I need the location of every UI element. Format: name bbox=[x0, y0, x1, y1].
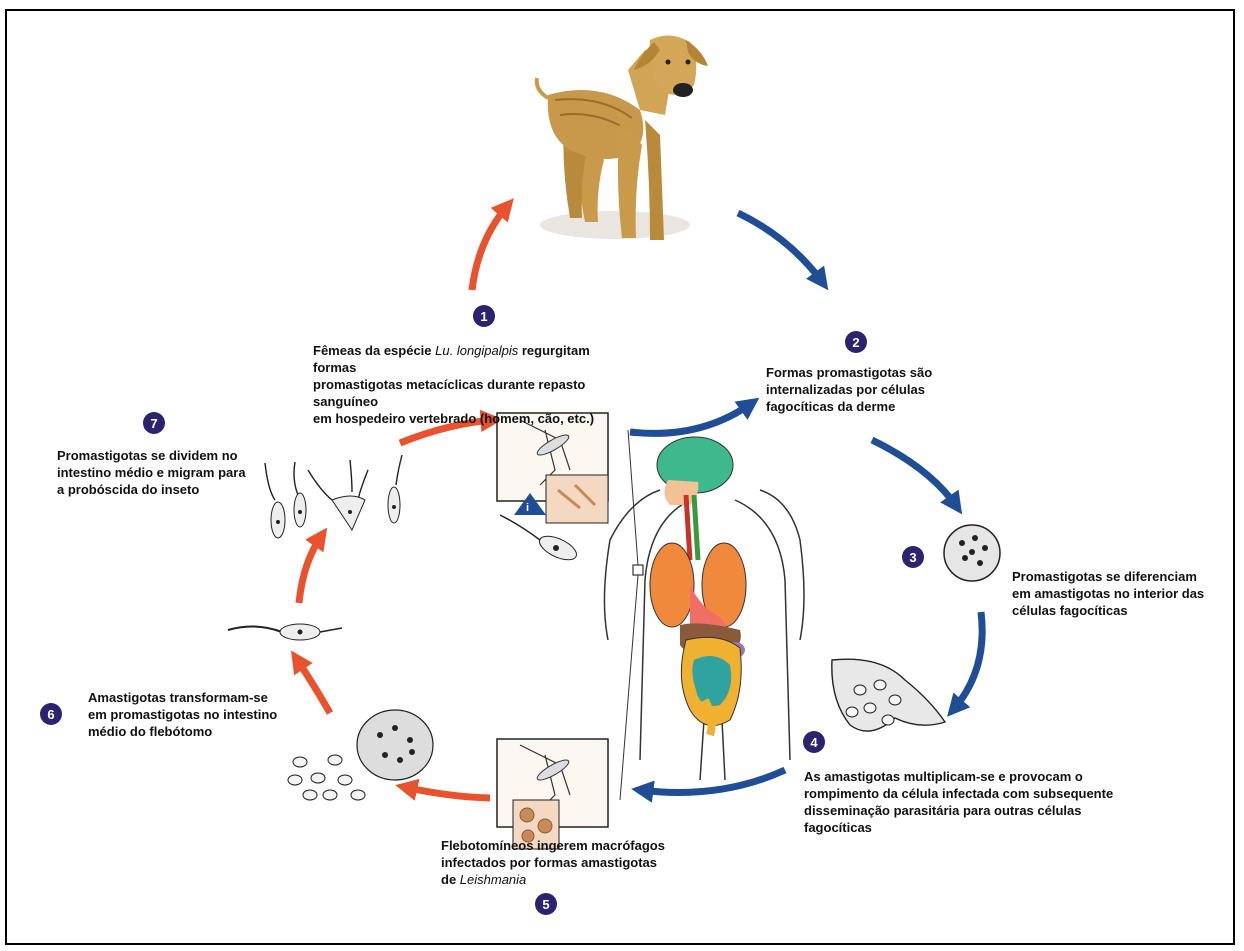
step-6-caption: Amastigotas transformam-se em promastigo… bbox=[88, 689, 313, 740]
step-2-badge: 2 bbox=[845, 331, 867, 353]
arrow-1-to-dog bbox=[472, 205, 508, 290]
step-2-caption: Formas promastigotas são internalizadas … bbox=[766, 364, 956, 415]
step-3-caption: Promastigotas se diferenciam em amastigo… bbox=[1012, 568, 1237, 619]
step-5-caption: Flebotomíneos ingerem macrófagos infecta… bbox=[441, 837, 691, 888]
arrow-bite-to-2 bbox=[630, 403, 752, 433]
step-1-badge: 1 bbox=[473, 305, 495, 327]
arrow-4-to-5 bbox=[640, 770, 785, 793]
step-4-badge: 4 bbox=[803, 731, 825, 753]
ruptured-cell bbox=[832, 659, 945, 731]
step-7-caption: Promastigotas se dividem no intestino mé… bbox=[57, 447, 272, 498]
promastigote-gut bbox=[228, 624, 342, 640]
step-7-badge: 7 bbox=[143, 412, 165, 434]
step-3-badge: 3 bbox=[902, 546, 924, 568]
arrow-dog-to-2 bbox=[738, 213, 823, 283]
step-1-caption: Fêmeas da espécie Lu. longipalpis regurg… bbox=[313, 342, 603, 427]
dividing-promastigotes bbox=[265, 455, 402, 538]
step-6-badge: 6 bbox=[40, 703, 62, 725]
sandfly-feed-box-bottom bbox=[497, 739, 608, 849]
arrow-2-to-3 bbox=[872, 440, 957, 507]
infective-stage-marker: i bbox=[526, 502, 529, 514]
infected-macrophage bbox=[944, 525, 1000, 581]
step-5-badge: 5 bbox=[535, 893, 557, 915]
dog-illustration bbox=[537, 35, 708, 240]
arrow-3-to-4 bbox=[953, 612, 982, 710]
human-figure bbox=[604, 437, 804, 780]
bite-site-marker bbox=[620, 430, 643, 800]
sandfly-bite-box-top bbox=[497, 413, 608, 523]
step-4-caption: As amastigotas multiplicam-se e provocam… bbox=[804, 768, 1149, 836]
arrow-5-to-6 bbox=[404, 787, 490, 798]
arrow-gut-to-7 bbox=[299, 535, 322, 603]
